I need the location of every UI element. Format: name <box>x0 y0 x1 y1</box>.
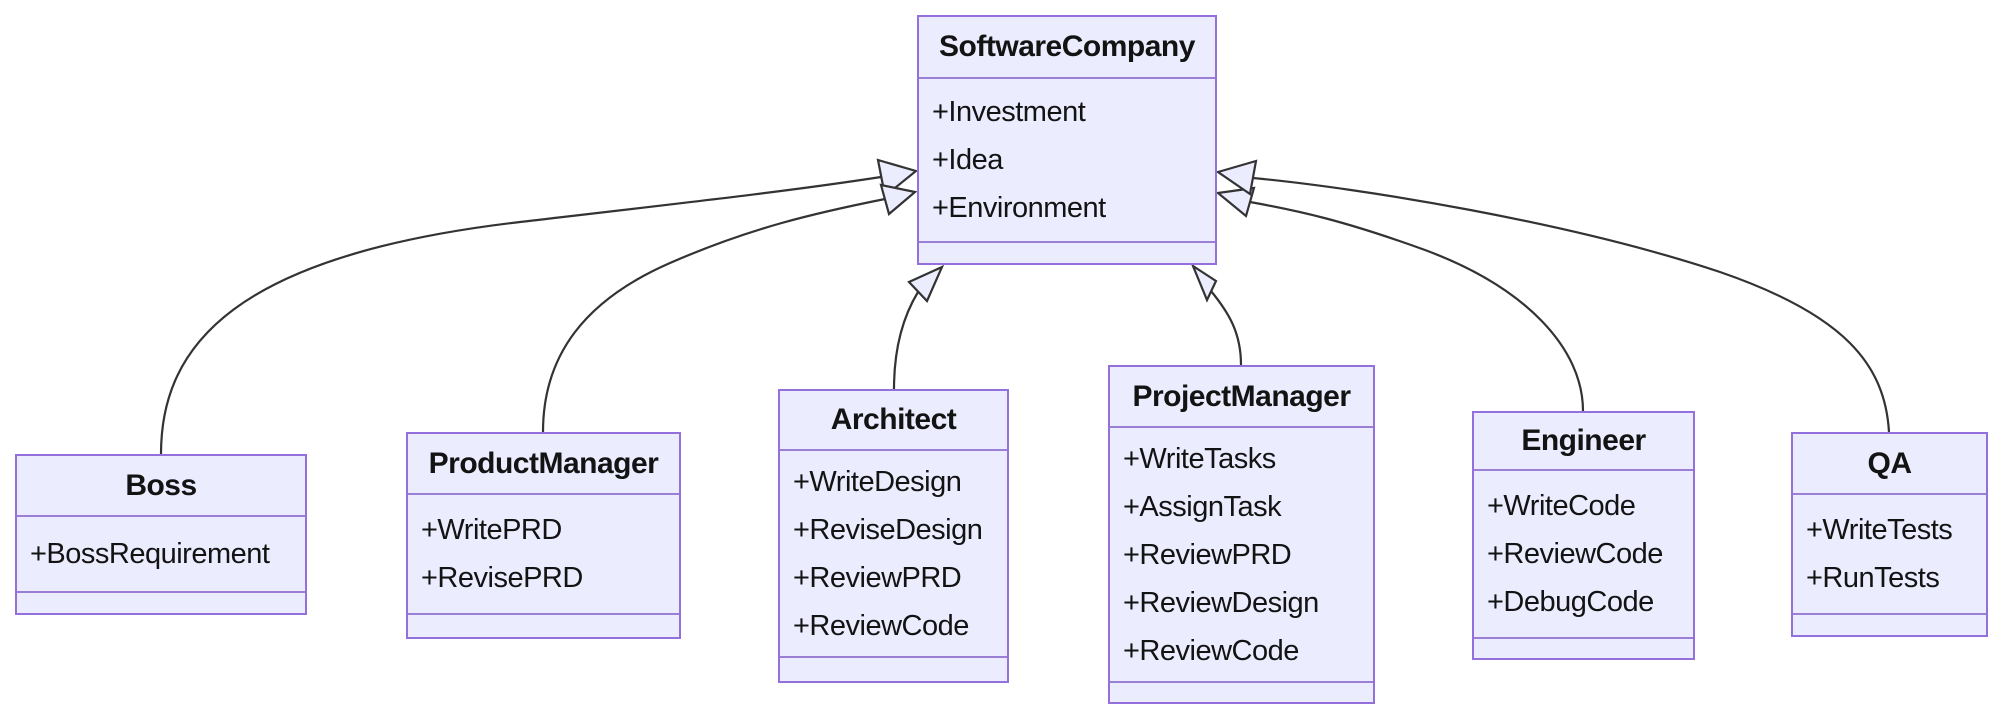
inheritance-arrowhead-productmanager <box>879 183 918 216</box>
class-node-qa: QA +WriteTests +RunTests <box>1791 432 1988 637</box>
class-title-productmanager: ProductManager <box>408 434 679 495</box>
edge-engineer-to-softwarecompany <box>1249 200 1585 412</box>
class-methods-compartment-empty <box>919 241 1215 263</box>
class-title-qa: QA <box>1793 434 1986 495</box>
class-members-architect: +WriteDesign +ReviseDesign +ReviewPRD +R… <box>780 451 1007 656</box>
class-members-projectmanager: +WriteTasks +AssignTask +ReviewPRD +Revi… <box>1110 428 1373 681</box>
class-node-boss: Boss +BossRequirement <box>15 454 307 615</box>
class-node-softwarecompany: SoftwareCompany +Investment +Idea +Envir… <box>917 15 1217 265</box>
class-member: +WritePRD <box>421 514 562 546</box>
class-member: +Environment <box>932 192 1106 224</box>
class-member: +ReviewPRD <box>793 561 962 594</box>
class-methods-compartment-empty <box>780 656 1007 681</box>
class-methods-compartment-empty <box>1793 613 1986 635</box>
class-member: +ReviewCode <box>793 609 969 642</box>
class-node-architect: Architect +WriteDesign +ReviseDesign +Re… <box>778 389 1009 683</box>
inheritance-arrowhead-engineer <box>1215 186 1256 218</box>
inheritance-arrowhead-architect <box>907 264 945 303</box>
class-member: +WriteCode <box>1487 490 1636 522</box>
inheritance-arrowhead-qa <box>1215 159 1258 196</box>
class-member: +WriteTasks <box>1123 442 1276 475</box>
class-members-qa: +WriteTests +RunTests <box>1793 495 1986 613</box>
class-member: +BossRequirement <box>30 538 270 570</box>
class-methods-compartment-empty <box>17 591 305 613</box>
class-member: +DebugCode <box>1487 586 1654 618</box>
class-member: +Investment <box>932 96 1086 128</box>
class-node-productmanager: ProductManager +WritePRD +RevisePRD <box>406 432 681 639</box>
class-node-engineer: Engineer +WriteCode +ReviewCode +DebugCo… <box>1472 411 1695 660</box>
class-member: +ReviewPRD <box>1123 538 1292 571</box>
class-members-boss: +BossRequirement <box>17 517 305 591</box>
class-members-productmanager: +WritePRD +RevisePRD <box>408 495 679 613</box>
edge-productmanager-to-softwarecompany <box>541 197 886 433</box>
edge-architect-to-softwarecompany <box>892 291 919 390</box>
class-member: +ReviewDesign <box>1123 586 1319 619</box>
class-node-projectmanager: ProjectManager +WriteTasks +AssignTask +… <box>1108 365 1375 704</box>
class-methods-compartment-empty <box>1474 637 1693 658</box>
class-members-engineer: +WriteCode +ReviewCode +DebugCode <box>1474 471 1693 637</box>
class-member: +RunTests <box>1806 562 1940 594</box>
class-member: +AssignTask <box>1123 490 1282 523</box>
class-member: +ReviewCode <box>1487 538 1663 570</box>
class-member: +WriteTests <box>1806 514 1953 546</box>
edge-boss-to-softwarecompany <box>159 175 882 455</box>
class-title-engineer: Engineer <box>1474 413 1693 471</box>
class-member: +WriteDesign <box>793 465 962 498</box>
class-methods-compartment-empty <box>1110 681 1373 702</box>
edge-projectmanager-to-softwarecompany <box>1210 290 1243 366</box>
class-member: +RevisePRD <box>421 562 583 594</box>
class-member: +Idea <box>932 144 1003 176</box>
class-title-architect: Architect <box>780 391 1007 451</box>
class-members-softwarecompany: +Investment +Idea +Environment <box>919 79 1215 241</box>
class-title-boss: Boss <box>17 456 305 517</box>
class-methods-compartment-empty <box>408 613 679 637</box>
edge-qa-to-softwarecompany <box>1252 176 1891 433</box>
class-member: +ReviewCode <box>1123 634 1299 667</box>
class-title-projectmanager: ProjectManager <box>1110 367 1373 428</box>
class-member: +ReviseDesign <box>793 513 983 546</box>
class-title-softwarecompany: SoftwareCompany <box>919 17 1215 79</box>
inheritance-arrowhead-projectmanager <box>1190 263 1218 303</box>
